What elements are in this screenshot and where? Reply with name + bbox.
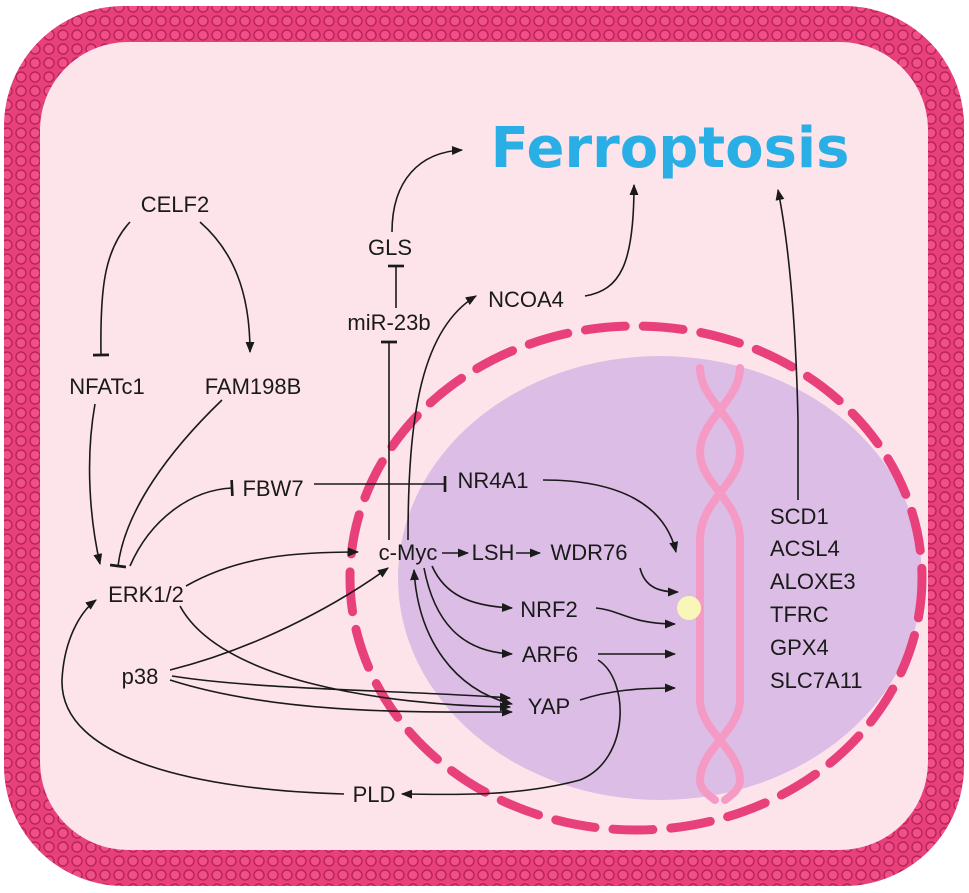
edge-ncoa4-ferroptosis bbox=[584, 183, 639, 297]
node-nr4a1: NR4A1 bbox=[458, 468, 529, 493]
chromosome-icon bbox=[695, 364, 745, 804]
edge-nrf2-chromosome bbox=[595, 607, 677, 629]
edge-erk12-cmyc bbox=[185, 547, 360, 587]
node-ncoa4: NCOA4 bbox=[488, 287, 564, 312]
node-p38: p38 bbox=[122, 664, 159, 689]
edge-nfatc1-erk12 bbox=[88, 403, 103, 566]
diagram-title: Ferroptosis bbox=[491, 116, 850, 181]
edge-wdr76-chromosome bbox=[639, 567, 680, 597]
target-gene-list: SCD1 ACSL4 ALOXE3 TFRC GPX4 SLC7A11 bbox=[770, 504, 863, 693]
node-wdr76: WDR76 bbox=[550, 540, 627, 565]
edge-yap-chromosome bbox=[579, 683, 677, 701]
edge-pld-erk12 bbox=[61, 599, 345, 795]
edge-celf2-nfatc1 bbox=[92, 221, 131, 357]
edge-cmyc-yap bbox=[410, 568, 514, 706]
edge-fam198b-erk12 bbox=[109, 399, 223, 569]
pathway-edges bbox=[61, 146, 799, 799]
node-arf6: ARF6 bbox=[522, 642, 578, 667]
nuclear-envelope bbox=[345, 321, 927, 835]
node-pld: PLD bbox=[353, 782, 396, 807]
edge-nr4a1-chromosome bbox=[542, 479, 679, 554]
gene-label: ALOXE3 bbox=[770, 569, 856, 594]
node-cmyc: c-Myc bbox=[379, 540, 438, 565]
node-yap: YAP bbox=[528, 694, 570, 719]
node-nrf2: NRF2 bbox=[520, 597, 577, 622]
node-fbw7: FBW7 bbox=[242, 476, 303, 501]
node-nfatc1: NFATc1 bbox=[69, 374, 144, 399]
node-lsh: LSH bbox=[472, 540, 515, 565]
gene-label: ACSL4 bbox=[770, 536, 840, 561]
nucleus bbox=[398, 356, 922, 800]
edge-cmyc-ncoa4 bbox=[407, 295, 477, 541]
edge-p38-cmyc bbox=[169, 567, 389, 671]
node-gls: GLS bbox=[368, 235, 412, 260]
gene-label: SCD1 bbox=[770, 504, 829, 529]
gene-label: GPX4 bbox=[770, 635, 829, 660]
edge-celf2-fam198b bbox=[199, 221, 255, 354]
edge-p38-yap bbox=[169, 679, 514, 717]
gene-label: SLC7A11 bbox=[770, 668, 863, 693]
node-labels: CELF2 NFATc1 FAM198B ERK1/2 FBW7 p38 PLD… bbox=[69, 192, 627, 807]
node-mir23b: miR-23b bbox=[347, 310, 430, 335]
node-erk12: ERK1/2 bbox=[108, 582, 184, 607]
edge-erk12-fbw7 bbox=[129, 479, 234, 567]
binding-site-dot bbox=[677, 596, 701, 620]
gene-label: TFRC bbox=[770, 602, 829, 627]
edge-arf6-pld bbox=[400, 659, 621, 799]
edge-gls-ferroptosis bbox=[391, 146, 464, 233]
node-fam198b: FAM198B bbox=[205, 374, 302, 399]
edge-genes-ferroptosis bbox=[775, 188, 799, 500]
node-celf2: CELF2 bbox=[141, 192, 209, 217]
